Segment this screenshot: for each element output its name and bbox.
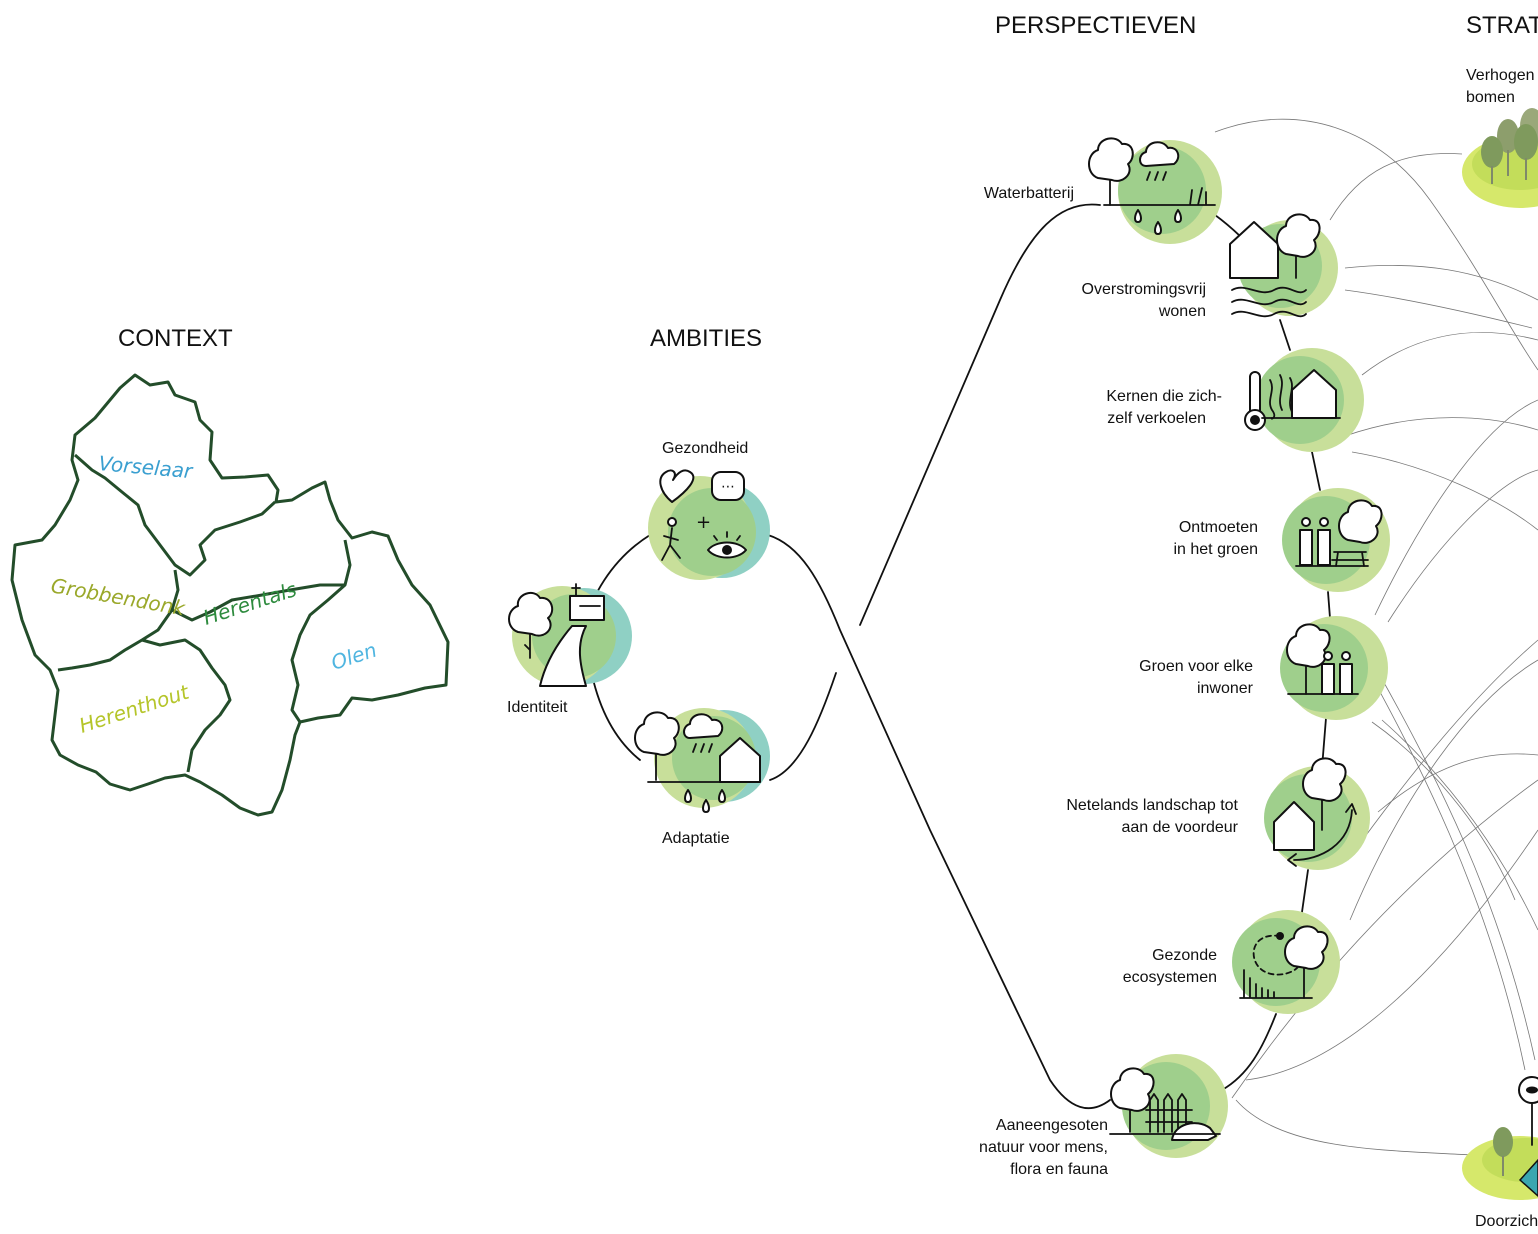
- perspectief-label-1: Waterbatterij: [984, 185, 1074, 202]
- perspectief-label-6a: Netelands landschap tot: [1066, 797, 1238, 814]
- perspectief-label-2b: wonen: [1158, 303, 1206, 320]
- bee-path-icon: [1252, 934, 1301, 976]
- strategie-column: Verhogen bomen Doorzich: [1462, 67, 1538, 1230]
- perspectief-groen-voor-elke: Groen voor elke inwoner: [1139, 616, 1388, 720]
- waves-icon: [1231, 286, 1307, 318]
- tree-icon: [1110, 1067, 1155, 1112]
- perspectief-gezonde-ecosystemen: Gezonde ecosystemen: [1123, 910, 1340, 1014]
- water-drop-icon: [1134, 209, 1182, 235]
- border-center: [171, 583, 345, 622]
- tree-icon: [1286, 623, 1331, 668]
- muni-vorselaar: Vorselaar: [98, 451, 195, 483]
- svg-text:+: +: [696, 512, 711, 533]
- house-icon: [1229, 221, 1279, 279]
- muni-olen: Olen: [328, 638, 379, 675]
- church-icon: [569, 583, 605, 621]
- perspectief-kernen: Kernen die zich- zelf verkoelen: [1106, 348, 1364, 452]
- border-vorselaar: [74, 453, 277, 577]
- border-west: [57, 569, 180, 672]
- border-herenthout: [141, 638, 232, 773]
- doorzicht-illustration: [1462, 1076, 1538, 1200]
- ambitie-identiteit-label: Identiteit: [507, 699, 568, 716]
- tree-icon: [634, 711, 680, 781]
- perspectief-label-8b: natuur voor mens,: [979, 1139, 1108, 1156]
- outer-border: [10, 373, 450, 817]
- tree-icon: [1302, 757, 1347, 802]
- perspectieven-header: PERSPECTIEVEN: [995, 12, 1196, 39]
- speech-bubble-icon: [711, 471, 745, 501]
- people-icon: [1299, 517, 1331, 566]
- rain-cloud-icon: [683, 713, 724, 753]
- ambitie-adaptatie: Adaptatie: [634, 708, 770, 847]
- ambitie-identiteit: Identiteit: [507, 583, 632, 716]
- eye-icon: [707, 531, 747, 559]
- perspectief-label-2a: Overstromingsvrij: [1082, 281, 1206, 298]
- perspectief-overstromingsvrij: Overstromingsvrij wonen: [1082, 213, 1338, 320]
- perspectief-label-6b: aan de voordeur: [1121, 819, 1238, 836]
- perspectief-waterbatterij: Waterbatterij: [984, 137, 1222, 244]
- perspectieven-chain: [1207, 118, 1538, 1156]
- thermometer-icon: [1244, 371, 1266, 431]
- perspectief-label-4a: Ontmoeten: [1179, 519, 1258, 536]
- perspectief-label-8c: flora en fauna: [1010, 1161, 1108, 1178]
- tree-icon: [1338, 499, 1383, 544]
- ambitie-gezondheid: ⋯ + Gezondheid: [648, 440, 770, 580]
- perspectief-ontmoeten: Ontmoeten in het groen: [1173, 488, 1390, 592]
- ambities-header: AMBITIES: [650, 325, 762, 352]
- perspectief-label-7b: ecosystemen: [1123, 969, 1217, 986]
- muni-herentals: Herentals: [200, 577, 299, 630]
- muni-grobbendonk: Grobbendonk: [49, 573, 188, 620]
- strategie-top-label-b: bomen: [1466, 89, 1515, 106]
- tree-icon: [1276, 213, 1321, 258]
- tree-icon: [508, 591, 554, 659]
- ambities-diagram: ⋯ + Gezondheid: [507, 203, 1111, 1109]
- perspectief-label-8a: Aaneengesoten: [996, 1117, 1108, 1134]
- context-header: CONTEXT: [118, 325, 233, 352]
- bench-icon: [1331, 551, 1369, 567]
- perspectief-label-3a: Kernen die zich-: [1106, 388, 1222, 405]
- strategie-bottom-label: Doorzich: [1475, 1213, 1538, 1230]
- ambitie-adaptatie-label: Adaptatie: [662, 830, 730, 847]
- heart-icon: [659, 469, 695, 503]
- strategie-top-label-a: Verhogen: [1466, 67, 1535, 84]
- perspectief-label-5b: inwoner: [1197, 680, 1254, 697]
- water-drop-icon: [684, 789, 726, 813]
- trees-illustration: [1462, 108, 1538, 208]
- context-map: Vorselaar Grobbendonk Herentals Olen Her…: [10, 373, 450, 817]
- perspectief-label-3b: zelf verkoelen: [1107, 410, 1206, 427]
- house-icon: [1273, 801, 1315, 851]
- perspectief-label-5a: Groen voor elke: [1139, 658, 1253, 675]
- ambitie-gezondheid-label: Gezondheid: [662, 440, 748, 457]
- cycle-arrow-icon: [1287, 803, 1357, 867]
- walking-person-icon: [661, 517, 681, 561]
- road-icon: [539, 625, 587, 687]
- perspectief-label-4b: in het groen: [1173, 541, 1258, 558]
- svg-text:⋯: ⋯: [721, 479, 735, 495]
- fence-icon: [1145, 1093, 1193, 1133]
- tree-icon: [1088, 137, 1134, 182]
- grass-icon: [1239, 969, 1313, 999]
- muni-herenthout: Herenthout: [76, 679, 193, 737]
- tree-icon: [1284, 925, 1329, 970]
- perspectief-netelands: Netelands landschap tot aan de voordeur: [1066, 757, 1370, 870]
- rain-cloud-icon: [1139, 141, 1180, 167]
- border-herentals-olen: [290, 539, 352, 723]
- perspectief-label-7a: Gezonde: [1152, 947, 1217, 964]
- perspectief-aaneengesoten: Aaneengesoten natuur voor mens, flora en…: [979, 1054, 1228, 1178]
- strategie-header: STRAT: [1466, 12, 1538, 39]
